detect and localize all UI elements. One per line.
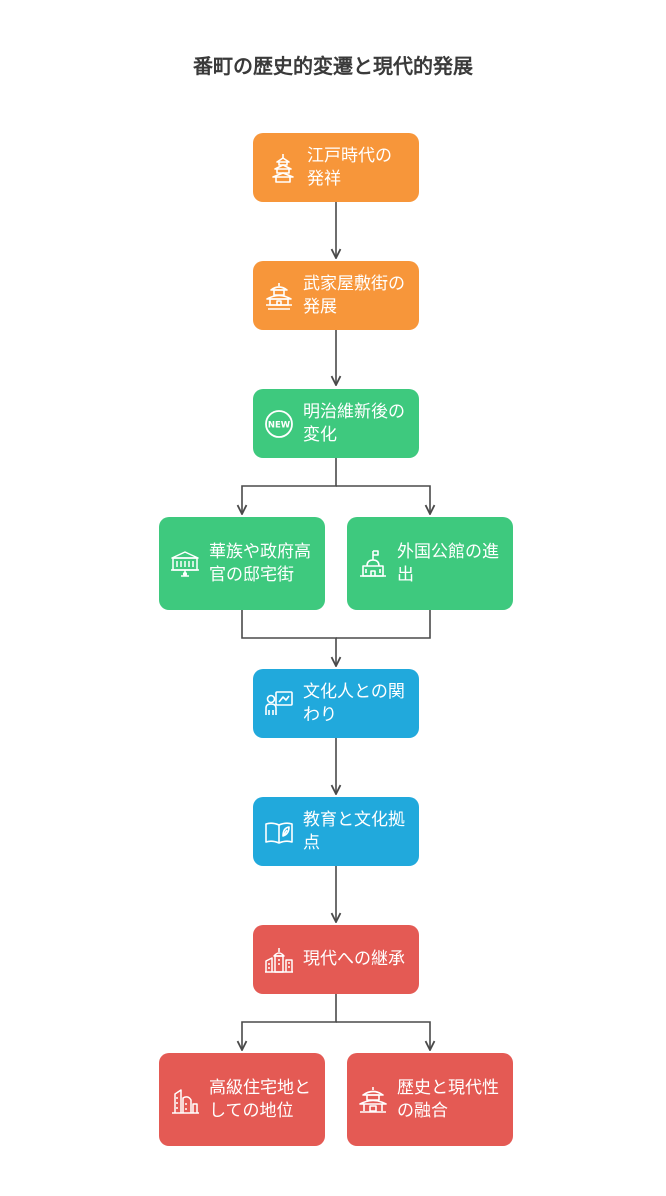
node-label: 文化人との関わり (303, 681, 405, 725)
modern-city-icon (263, 944, 295, 976)
edge-modern-residential (242, 994, 337, 1050)
government-building-icon (169, 548, 201, 580)
node-label: 華族や政府高官の邸宅街 (209, 541, 311, 585)
node-label: 高級住宅地としての地位 (209, 1077, 311, 1121)
node-label: 武家屋敷街の発展 (303, 273, 405, 317)
node-samurai: 武家屋敷街の発展 (253, 261, 419, 330)
edge-kazoku-culture (241, 610, 336, 666)
node-foreign: 外国公館の進出 (347, 517, 513, 610)
node-education: 教育と文化拠点 (253, 797, 419, 866)
japanese-castle-icon (263, 280, 295, 312)
embassy-icon (357, 548, 389, 580)
new-badge-icon: NEW (263, 408, 295, 440)
node-label: 歴史と現代性の融合 (397, 1077, 499, 1121)
artist-icon (263, 688, 295, 720)
open-book-icon (263, 816, 295, 848)
node-label: 明治維新後の変化 (303, 401, 405, 445)
diagram-title: 番町の歴史的変遷と現代的発展 (193, 54, 473, 78)
pagoda-icon (267, 152, 299, 184)
node-label: 江戸時代の発祥 (307, 145, 392, 189)
node-label: 外国公館の進出 (397, 541, 499, 585)
edge-meiji-foreign (336, 485, 430, 514)
node-residential: 高級住宅地としての地位 (159, 1053, 325, 1146)
node-label: 教育と文化拠点 (303, 809, 405, 853)
edge-modern-fusion (336, 1021, 430, 1050)
temple-icon (357, 1084, 389, 1116)
edge-meiji-kazoku (242, 458, 337, 514)
node-modern: 現代への継承 (253, 925, 419, 994)
node-label: 現代への継承 (303, 949, 405, 969)
edge-foreign-culture (336, 610, 431, 639)
node-kazoku: 華族や政府高官の邸宅街 (159, 517, 325, 610)
skyscraper-icon (169, 1084, 201, 1116)
node-meiji: NEW 明治維新後の変化 (253, 389, 419, 458)
node-culture: 文化人との関わり (253, 669, 419, 738)
svg-text:NEW: NEW (268, 420, 291, 430)
node-edo: 江戸時代の発祥 (253, 133, 419, 202)
node-fusion: 歴史と現代性の融合 (347, 1053, 513, 1146)
